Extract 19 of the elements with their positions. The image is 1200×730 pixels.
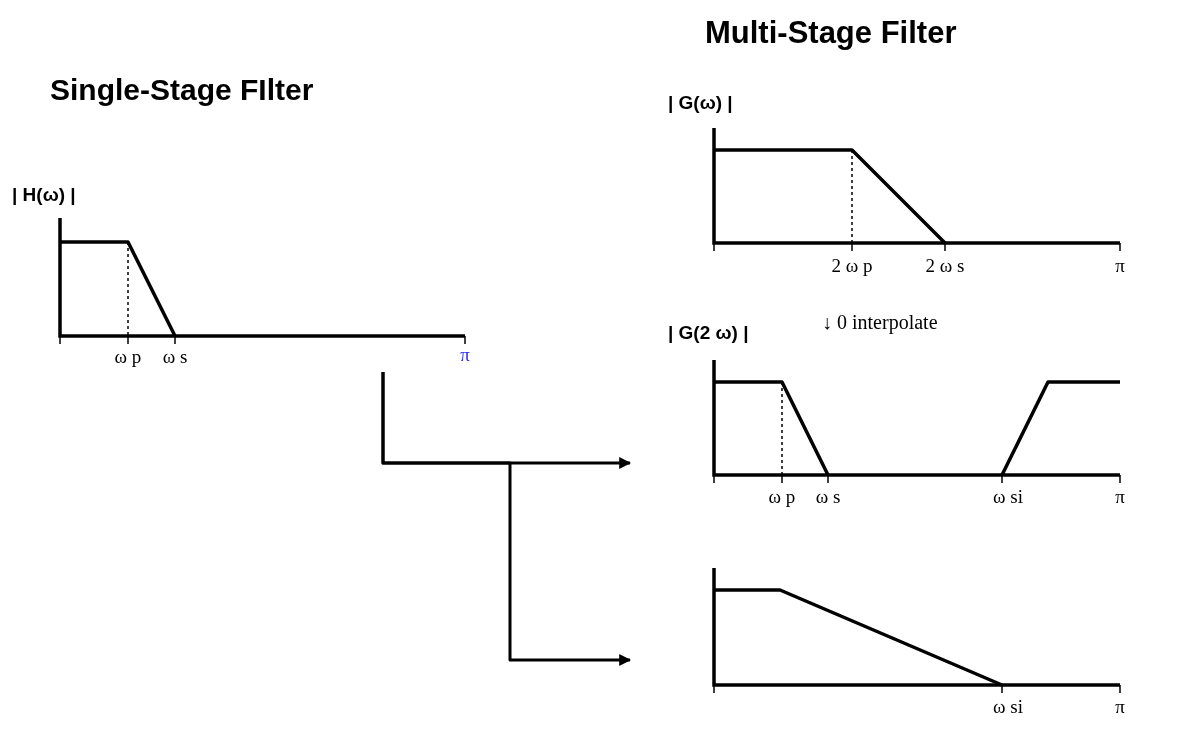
tick-label: ω p <box>114 346 142 368</box>
tick-label: 2 ω p <box>831 255 873 277</box>
tick-label: ω s <box>162 346 188 368</box>
heading: Single-Stage FIlter <box>50 73 314 107</box>
tick-label: π <box>1115 486 1125 508</box>
heading: Multi-Stage Filter <box>705 15 957 51</box>
tick-label: π <box>1115 255 1125 277</box>
arrow <box>381 372 632 666</box>
tick-label: ω s <box>815 486 841 508</box>
tick-label: ω p <box>768 486 796 508</box>
tick-label: ω si <box>993 696 1023 718</box>
interpolation-note: ↓ 0 interpolate <box>822 311 938 334</box>
axis-title: | G(2 ω) | <box>668 322 749 344</box>
tick-label: π <box>460 344 470 366</box>
tick-label: ω si <box>993 486 1023 508</box>
axis-title: | H(ω) | <box>12 184 76 206</box>
tick-label: 2 ω s <box>925 255 965 277</box>
axis-title: | G(ω) | <box>668 92 733 114</box>
tick-label: π <box>1115 696 1125 718</box>
